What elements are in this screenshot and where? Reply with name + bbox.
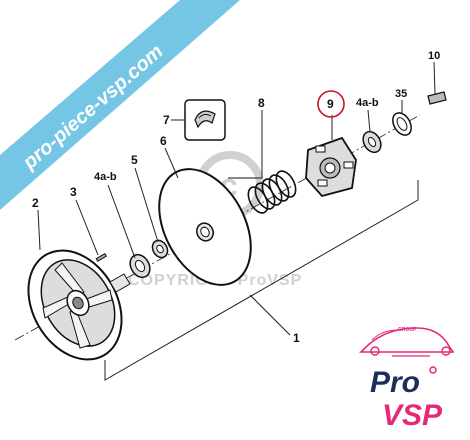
label-part-9: 9 [327, 97, 334, 111]
part-7-slider-callout [184, 99, 226, 141]
label-part-2: 2 [32, 196, 39, 210]
logo-group-text: GROUP [398, 327, 417, 333]
label-part-6: 6 [160, 134, 167, 148]
label-part-10: 10 [428, 50, 440, 62]
label-part-8: 8 [258, 96, 265, 110]
part-2-fixed-pulley [27, 249, 131, 361]
label-part-7: 7 [163, 113, 170, 127]
provsp-logo: GROUP Pro VSP [359, 327, 455, 432]
logo-pro-text: Pro [370, 366, 420, 399]
label-part-4ab-right: 4a-b [356, 97, 379, 109]
watermark-banner-text: pro-piece-vsp.com [18, 41, 167, 175]
part-10-block [427, 91, 447, 105]
logo-vsp-text: VSP [382, 399, 443, 432]
part-8-spring [247, 170, 297, 214]
part-3-pin [95, 252, 108, 262]
label-part-3: 3 [70, 185, 77, 199]
leader-lines [37, 61, 436, 259]
part-5-washer [151, 239, 169, 259]
assembly-bracket [104, 180, 419, 381]
label-part-5: 5 [131, 153, 138, 167]
label-part-1: 1 [293, 331, 300, 345]
part-4ab-left-washer [129, 253, 151, 279]
part-labels: 1 2 3 4a-b 5 6 7 8 9 4a-b 35 10 [32, 50, 440, 345]
part-4ab-right-washer [362, 130, 382, 154]
part-9-highlight-circle [317, 90, 345, 118]
label-part-4ab-left: 4a-b [94, 171, 117, 183]
label-part-35: 35 [395, 88, 407, 100]
part-9-ramp-plate [305, 136, 357, 198]
part-35-ring [392, 112, 412, 136]
